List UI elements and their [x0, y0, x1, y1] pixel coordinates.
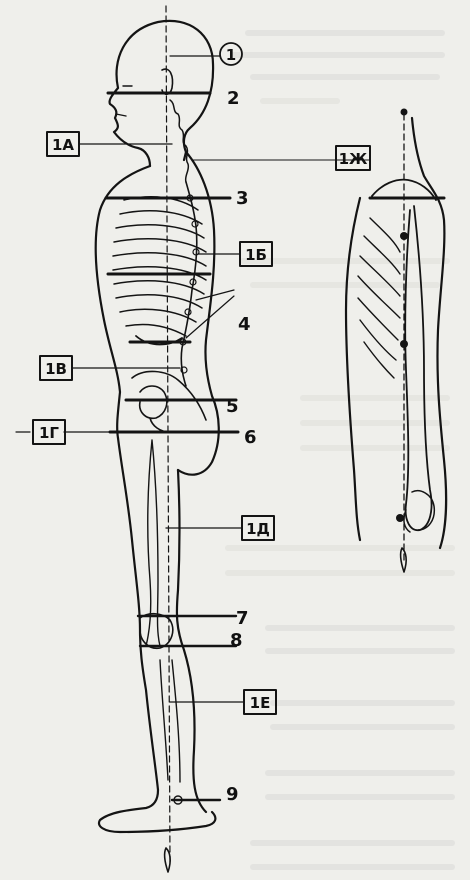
knee: [140, 614, 173, 649]
back-plumb-top: [401, 109, 408, 116]
leader-lines: [64, 56, 370, 702]
label-4: 4: [238, 314, 251, 335]
back-torso-left-outline: [346, 198, 360, 540]
level-lines: [106, 93, 238, 800]
label-3: 3: [236, 188, 249, 209]
label-7: 7: [236, 608, 249, 629]
box-1ZH: 1Ж: [336, 146, 370, 170]
ear: [162, 69, 173, 94]
box-label-1B: 1Б: [245, 246, 267, 264]
label-2: 2: [227, 88, 240, 109]
label-8: 8: [230, 630, 243, 651]
box-label-1ZH: 1Ж: [339, 150, 368, 168]
box-1A: 1А: [47, 132, 79, 156]
box-1V: 1В: [40, 356, 72, 380]
label-9: 9: [226, 784, 239, 805]
torso-front: [96, 166, 150, 438]
box-label-1E: 1Е: [250, 694, 271, 712]
label-circled-1: 1: [226, 46, 236, 64]
label-6: 6: [244, 427, 257, 448]
rib-cage: [113, 197, 206, 345]
plumb-line: [166, 6, 170, 862]
arm: [405, 206, 431, 530]
back-ribs: [358, 218, 400, 378]
hand: [404, 491, 434, 532]
back-leg-outline: [177, 470, 206, 812]
face-detail: [116, 86, 132, 116]
pelvis: [132, 371, 206, 432]
box-label-1A: 1А: [52, 136, 74, 154]
box-1D: 1Д: [242, 516, 274, 540]
side-view-figure: [96, 6, 219, 872]
box-label-1G: 1Г: [39, 424, 59, 442]
front-leg-outline: [99, 438, 215, 832]
box-label-1V: 1В: [45, 360, 67, 378]
plumb-bob-left: [165, 848, 170, 872]
box-1G: 1Г: [33, 420, 65, 444]
label-5: 5: [226, 396, 239, 417]
cervical-spine: [170, 100, 188, 182]
torso-back: [178, 152, 219, 475]
box-label-1D: 1Д: [246, 520, 270, 538]
back-view-torso: [346, 109, 446, 573]
